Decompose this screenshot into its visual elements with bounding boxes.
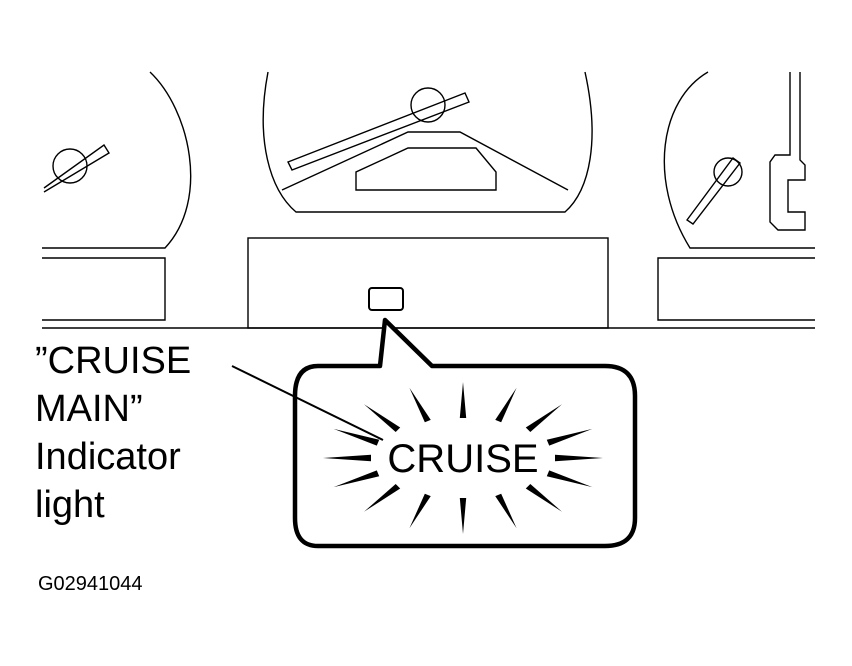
center-gauge-needle (287, 87, 470, 171)
callout-cruise-text: CRUISE (387, 437, 538, 481)
light-ray-5 (409, 493, 431, 529)
label-line-1: ”CRUISE (35, 340, 191, 382)
light-ray-12 (459, 382, 467, 418)
callout-bubble (292, 317, 638, 549)
figure-code: G02941044 (38, 573, 143, 595)
light-ray-13 (495, 387, 517, 423)
indicator-label: ”CRUISE MAIN” Indicator light (35, 340, 191, 526)
light-ray-8 (323, 454, 371, 462)
label-line-4: light (35, 484, 105, 526)
center-display-panel (247, 237, 609, 329)
center-gauge (262, 71, 593, 213)
light-ray-10 (364, 404, 401, 432)
light-ray-11 (409, 387, 431, 423)
label-line-3: Indicator (35, 436, 181, 478)
light-ray-0 (555, 454, 603, 462)
light-ray-2 (525, 484, 562, 512)
light-ray-7 (333, 470, 380, 488)
light-ray-1 (546, 470, 593, 488)
cruise-indicator-lamp (368, 287, 404, 311)
light-ray-14 (525, 404, 562, 432)
light-ray-3 (495, 493, 517, 529)
left-gauge-needle (43, 143, 110, 193)
light-ray-15 (546, 428, 593, 446)
light-ray-4 (459, 498, 467, 534)
light-ray-6 (364, 484, 401, 512)
label-line-2: MAIN” (35, 388, 143, 430)
right-gauge-needle (685, 157, 743, 225)
right-gauge (657, 71, 815, 321)
label-leader-line (231, 365, 384, 441)
left-gauge (42, 71, 192, 321)
fuel-scale (769, 72, 806, 231)
light-burst-rays (323, 382, 603, 534)
light-ray-9 (333, 428, 380, 446)
